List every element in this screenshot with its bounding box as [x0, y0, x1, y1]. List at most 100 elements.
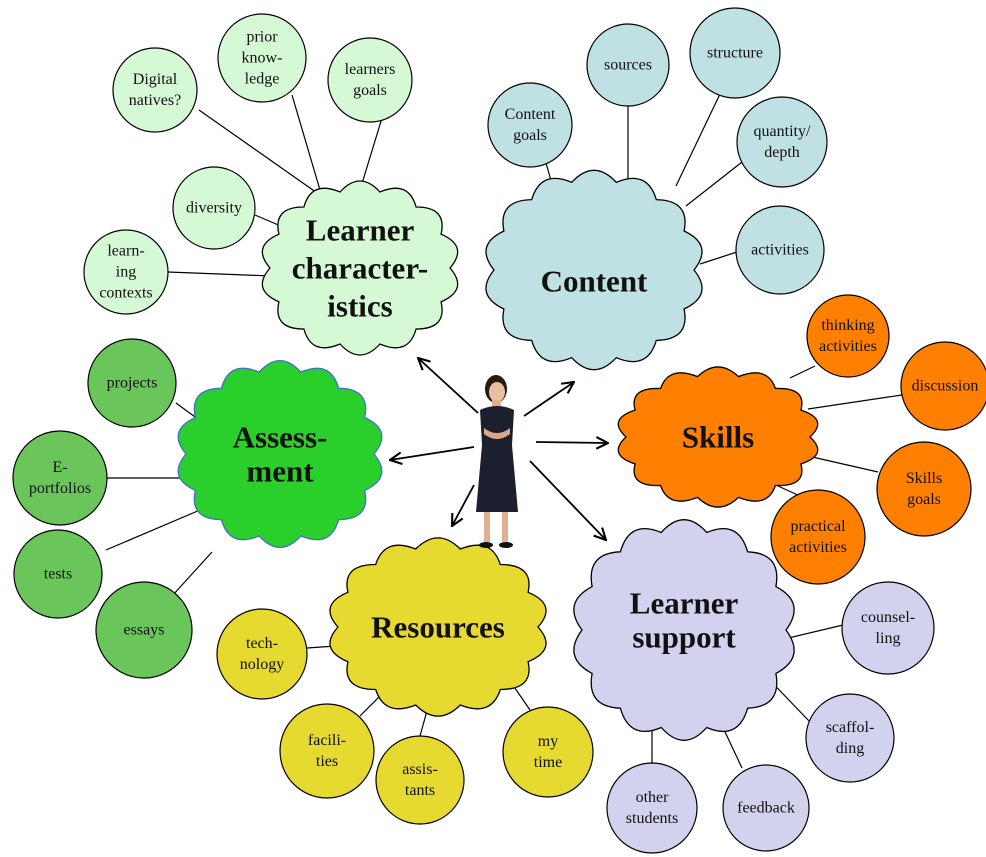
learner-arrow — [418, 358, 479, 414]
assessment-leaf-circle — [13, 529, 103, 619]
skills-leaf-label: practical — [790, 518, 846, 535]
content-leaf-label: Content — [505, 106, 556, 123]
resources-leaf-label: tech- — [246, 635, 278, 652]
skills-connector — [777, 485, 801, 497]
assessment-leaf-node: essays — [95, 581, 193, 679]
assessment-connector — [171, 551, 213, 597]
support-leaf-circle — [606, 762, 698, 854]
support-cloud-shape — [573, 519, 795, 741]
assessment-title: ment — [246, 454, 314, 489]
resources-cloud-shape — [329, 537, 547, 717]
skills-connector — [807, 455, 879, 473]
learner-leaf-label: natives? — [129, 92, 181, 109]
skills-connector — [789, 365, 816, 379]
support-leaf-label: counsel- — [861, 609, 915, 626]
learner-leaf-node: prior know-ledge — [217, 13, 307, 103]
woman-teacher-icon — [476, 375, 518, 548]
content-leaf-circle — [735, 205, 825, 295]
learner-leaf-label: goals — [353, 82, 387, 99]
content-leaf-label: structure — [707, 45, 763, 62]
support-leaf-node: feedback — [722, 764, 810, 852]
learner-leaf-label: diversity — [186, 200, 242, 217]
support-arrow — [529, 460, 606, 540]
resources-leaf-circle — [502, 706, 594, 798]
content-leaf-label: quantity/ — [754, 123, 811, 140]
content-connector — [699, 251, 738, 265]
assessment-leaf-node: E-portfolios — [12, 430, 108, 526]
resources-arrow — [452, 484, 475, 526]
assessment-leaf-node: projects — [87, 338, 177, 428]
learner-leaf-label: know- — [242, 50, 283, 67]
content-leaf-node: activities — [735, 205, 825, 295]
learner-connector — [198, 109, 321, 196]
learner-title: istics — [327, 289, 392, 324]
assessment-leaf-label: E- — [52, 459, 67, 476]
resources-cloud: Resources — [329, 537, 547, 717]
learner-leaf-label: ing — [116, 264, 136, 281]
support-leaf-circle — [841, 581, 935, 675]
assessment-leaf-node: tests — [13, 529, 103, 619]
content-cloud: Content — [485, 169, 703, 371]
center-arrows — [390, 358, 608, 540]
cluster-clouds: Learnercharacter-isticsContentSkillsLear… — [177, 169, 819, 741]
support-title: support — [632, 620, 736, 655]
content-leaf-circle — [487, 82, 573, 168]
resources-leaf-label: facili- — [308, 732, 346, 749]
learner-leaf-label: prior — [246, 29, 278, 46]
learner-leaf-label: Digital — [133, 71, 178, 88]
learner-leaf-node: diversity — [172, 166, 256, 250]
resources-leaf-circle — [279, 703, 375, 799]
support-leaf-circle — [722, 764, 810, 852]
leaf-nodes: Digital natives? prior know-ledge learners go… — [12, 7, 986, 854]
assessment-arrow — [390, 446, 475, 460]
support-leaf-circle — [805, 693, 895, 783]
learner-leaf-label: learners — [345, 61, 396, 78]
content-leaf-node: quantity/depth — [736, 96, 828, 188]
learner-title: Learner — [306, 213, 415, 248]
support-leaf-label: ling — [876, 630, 901, 647]
support-leaf-label: students — [626, 810, 678, 827]
skills-leaf-circle — [770, 489, 866, 585]
resources-leaf-node: assis-tants — [375, 735, 465, 825]
learner-connector — [359, 117, 383, 191]
assessment-leaf-label: projects — [107, 375, 158, 392]
learner-leaf-label: learn- — [107, 243, 144, 260]
learner-leaf-label: ledge — [245, 71, 280, 88]
resources-leaf-label: time — [534, 754, 562, 771]
resources-leaf-label: ties — [316, 753, 338, 770]
skills-leaf-label: activities — [789, 539, 847, 556]
content-leaf-node: sources — [586, 23, 670, 107]
assessment-leaf-circle — [95, 581, 193, 679]
skills-leaf-label: activities — [819, 338, 877, 355]
skills-leaf-circle — [876, 441, 972, 537]
learner-leaf-circle — [217, 13, 307, 103]
resources-leaf-circle — [375, 735, 465, 825]
skills-leaf-circle — [900, 341, 986, 431]
content-leaf-label: activities — [751, 242, 809, 259]
content-cloud-shape — [485, 169, 703, 371]
skills-leaf-circle — [806, 294, 890, 378]
assessment-leaf-label: essays — [124, 622, 165, 639]
skills-cloud-shape — [617, 366, 819, 508]
content-leaf-node: Content goals — [487, 82, 573, 168]
assessment-title: Assess- — [233, 420, 328, 455]
learner-leaf-node: learn-ing contexts — [83, 229, 169, 315]
learner-leaf-circle — [172, 166, 256, 250]
support-leaf-label: feedback — [737, 800, 795, 817]
content-leaf-node: structure — [689, 7, 781, 99]
support-title: Learner — [630, 586, 739, 621]
skills-cloud: Skills — [617, 366, 819, 508]
learner-connector — [291, 94, 321, 191]
content-connector — [675, 93, 721, 187]
resources-leaf-label: tants — [405, 782, 435, 799]
learner-leaf-label: contexts — [99, 285, 152, 302]
support-leaf-label: ding — [836, 740, 864, 757]
content-leaf-label: goals — [513, 127, 547, 144]
learner-leaf-circle — [112, 47, 198, 133]
learner-cloud-shape — [261, 180, 459, 356]
